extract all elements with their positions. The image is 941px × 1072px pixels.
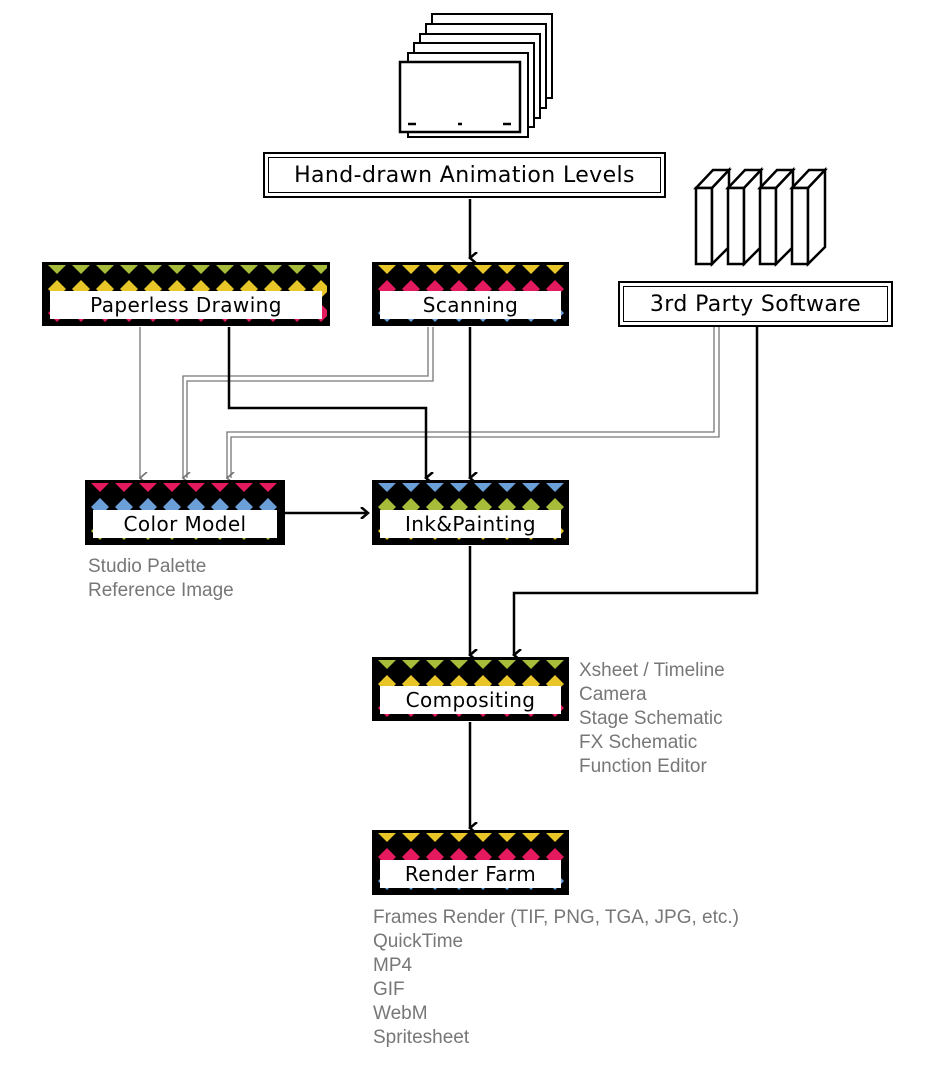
note-studio-palette: Studio Palette — [88, 556, 207, 577]
ink-painting-label: Ink&Painting — [380, 510, 561, 538]
color-model-label: Color Model — [93, 510, 277, 538]
paperless-drawing-label: Paperless Drawing — [50, 291, 322, 319]
third-party-software-box: 3rd Party Software — [618, 281, 893, 327]
compositing-label: Compositing — [380, 686, 561, 714]
render-farm-label: Render Farm — [380, 860, 561, 888]
hand-drawn-levels-label: Hand-drawn Animation Levels — [268, 157, 661, 193]
hand-drawn-levels-box: Hand-drawn Animation Levels — [263, 152, 666, 198]
color-model-box: Color Model — [85, 480, 285, 545]
note-camera: Camera — [579, 684, 647, 705]
paperless-drawing-box: Paperless Drawing — [42, 262, 330, 326]
scanning-label: Scanning — [380, 291, 561, 319]
third-party-software-label: 3rd Party Software — [623, 286, 888, 322]
primary-connectors — [227, 199, 759, 828]
note-frames-render: Frames Render (TIF, PNG, TGA, JPG, etc.) — [373, 907, 740, 928]
note-spritesheet: Spritesheet — [373, 1027, 470, 1048]
compositing-box: Compositing — [372, 657, 569, 721]
scanning-box: Scanning — [372, 262, 569, 326]
note-reference-image: Reference Image — [88, 580, 234, 601]
note-mp4: MP4 — [373, 955, 413, 976]
render-farm-notes: Frames Render (TIF, PNG, TGA, JPG, etc.)… — [373, 906, 739, 1050]
note-gif: GIF — [373, 979, 405, 1000]
note-webm: WebM — [373, 1003, 428, 1024]
software-books-icon — [693, 166, 828, 268]
paper-stack-icon — [398, 13, 553, 138]
note-fx-schematic: FX Schematic — [579, 732, 698, 753]
color-model-notes: Studio Palette Reference Image — [88, 555, 234, 603]
note-stage-schematic: Stage Schematic — [579, 708, 723, 729]
note-quicktime: QuickTime — [373, 931, 464, 952]
note-function-editor: Function Editor — [579, 756, 707, 777]
render-farm-box: Render Farm — [372, 830, 569, 895]
compositing-notes: Xsheet / Timeline Camera Stage Schematic… — [579, 659, 725, 779]
secondary-connectors — [140, 327, 720, 478]
note-xsheet-timeline: Xsheet / Timeline — [579, 660, 725, 681]
ink-painting-box: Ink&Painting — [372, 480, 569, 545]
